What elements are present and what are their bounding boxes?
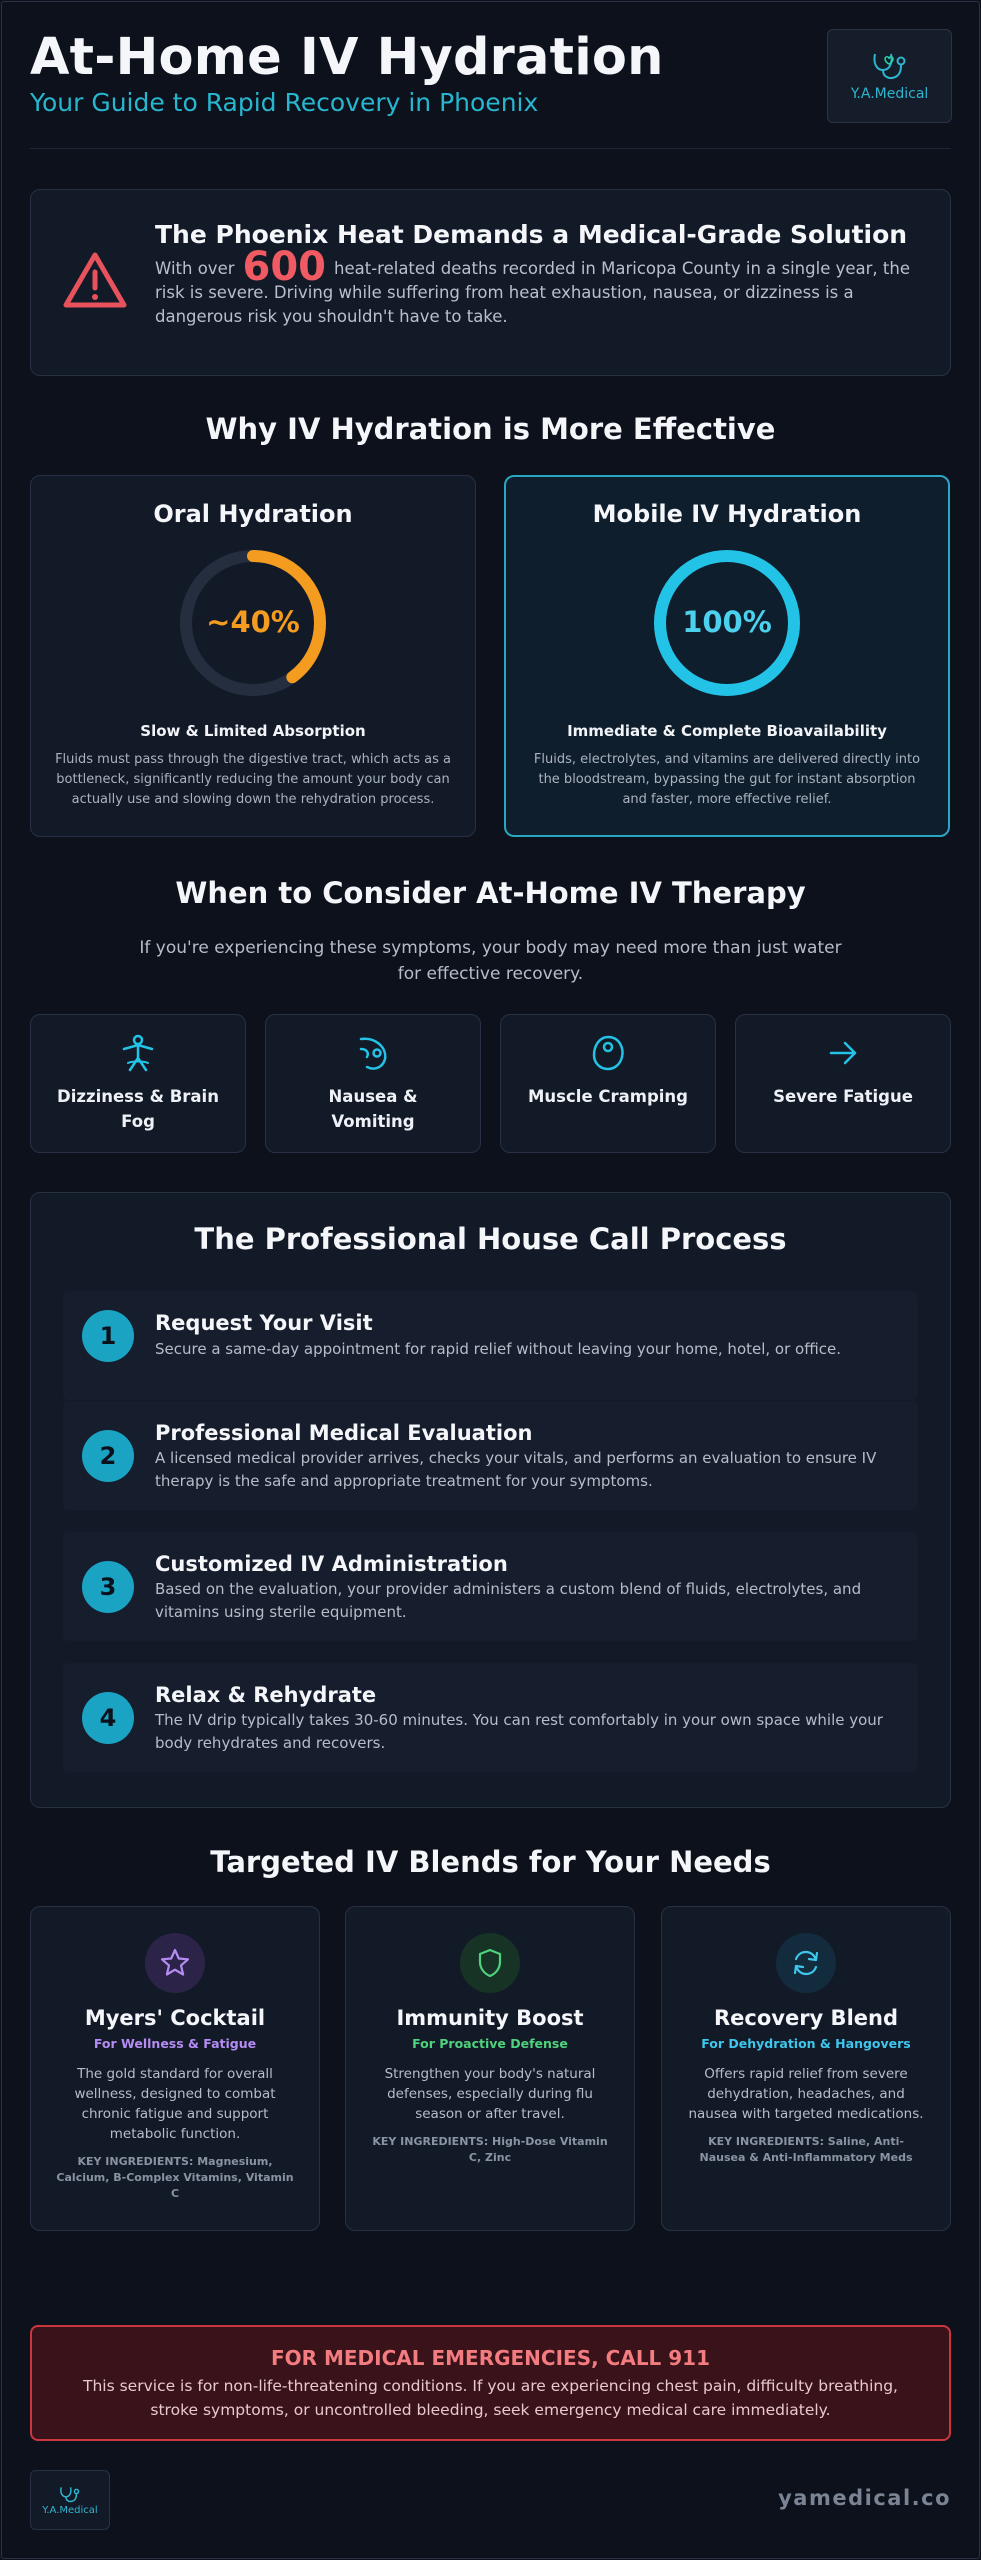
step-text-4: The IV drip typically takes 30-60 minute… xyxy=(155,1711,883,1752)
emergency-text: This service is for non-life-threatening… xyxy=(83,2377,898,2419)
step-title-4: Relax & Rehydrate xyxy=(155,1683,377,1707)
blend-description: The gold standard for overall wellness, … xyxy=(74,2066,276,2142)
symptom-label-dizziness: Dizziness & Brain Fog xyxy=(30,1084,246,1134)
oral-hydration-card xyxy=(30,475,476,837)
process-step-2 xyxy=(63,1401,918,1510)
iv-headline: Immediate & Complete Bioavailability xyxy=(567,722,887,740)
compare-title: Why IV Hydration is More Effective xyxy=(205,412,776,446)
nausea-icon xyxy=(359,1037,387,1070)
refresh-icon xyxy=(793,1950,819,1976)
symptom-card-fatigue xyxy=(735,1014,951,1153)
oral-title: Oral Hydration xyxy=(153,500,353,528)
blend-name: Immunity Boost xyxy=(396,2006,584,2030)
step-title-2: Professional Medical Evaluation xyxy=(155,1421,533,1445)
symptom-line: Muscle Cramping xyxy=(528,1087,688,1106)
blend-tag: For Proactive Defense xyxy=(412,2036,568,2051)
step-title-3: Customized IV Administration xyxy=(155,1552,508,1576)
stethoscope-logo-icon xyxy=(873,53,905,79)
blend-icon-circle xyxy=(460,1933,520,1993)
heat-alert-card xyxy=(30,189,951,376)
step-number-3: 3 xyxy=(82,1561,134,1613)
alert-title: The Phoenix Heat Demands a Medical-Grade… xyxy=(155,220,908,249)
step-number-4: 4 xyxy=(82,1692,134,1744)
iv-ring-value: 100% xyxy=(682,605,772,639)
muscle-icon xyxy=(592,1035,624,1071)
symptom-line: Nausea & xyxy=(328,1087,418,1106)
shield-icon xyxy=(478,1948,502,1978)
symptom-card-nausea xyxy=(265,1014,481,1153)
oral-description: Fluids must pass through the digestive t… xyxy=(55,752,451,807)
blend-description: Strengthen your body's natural defenses,… xyxy=(384,2066,596,2122)
warning-triangle-icon xyxy=(63,252,127,308)
symptom-label-fatigue: Severe Fatigue xyxy=(735,1084,951,1109)
step-text-1: Secure a same-day appointment for rapid … xyxy=(155,1340,841,1358)
blend-icon-circle xyxy=(776,1933,836,1993)
emergency-title: FOR MEDICAL EMERGENCIES, CALL 911 xyxy=(270,2346,711,2370)
step-text-2: A licensed medical provider arrives, che… xyxy=(155,1449,877,1490)
step-number-1: 1 xyxy=(82,1310,134,1362)
footer-logo-text: Y.A.Medical xyxy=(42,2504,98,2516)
dizzy-figure-icon xyxy=(122,1034,154,1072)
blend-tag: For Dehydration & Hangovers xyxy=(701,2036,911,2051)
blend-tag: For Wellness & Fatigue xyxy=(93,2036,257,2051)
page-title: At-Home IV Hydration xyxy=(30,28,664,87)
blend-name: Myers' Cocktail xyxy=(84,2006,266,2030)
blend-ingredients: KEY INGREDIENTS: Saline, Anti-Nausea & A… xyxy=(699,2135,913,2164)
symptom-line: Vomiting xyxy=(331,1112,415,1131)
arrow-right-icon xyxy=(829,1041,857,1065)
iv-ring-fill xyxy=(654,550,800,696)
blend-ingredients: KEY INGREDIENTS: High-Dose Vitamin C, Zi… xyxy=(372,2135,608,2164)
blend-icon-circle xyxy=(145,1933,205,1993)
symptom-line: Fog xyxy=(121,1112,155,1131)
step-text-3: Based on the evaluation, your provider a… xyxy=(155,1580,862,1621)
process-step-1 xyxy=(63,1291,918,1400)
process-step-4 xyxy=(63,1663,918,1772)
symptoms-title: When to Consider At-Home IV Therapy xyxy=(175,876,806,910)
header-divider xyxy=(30,148,951,149)
footer-logo[interactable]: Y.A.Medical xyxy=(30,2470,110,2530)
iv-title: Mobile IV Hydration xyxy=(592,500,862,528)
oral-ring-fill xyxy=(180,550,326,696)
symptom-line: Severe Fatigue xyxy=(773,1087,913,1106)
brand-logo[interactable]: Y.A.Medical xyxy=(827,29,952,123)
symptoms-intro: If you're experiencing these symptoms, y… xyxy=(139,938,842,984)
footer-url-link[interactable]: yamedical.co xyxy=(778,2486,951,2510)
emergency-banner xyxy=(30,2325,951,2441)
oral-absorption-ring: ~40% xyxy=(180,550,326,696)
logo-text: Y.A.Medical xyxy=(850,86,929,102)
symptom-line: Dizziness & Brain xyxy=(57,1087,219,1106)
page-subtitle: Your Guide to Rapid Recovery in Phoenix xyxy=(30,88,539,117)
stethoscope-logo-icon xyxy=(60,2486,80,2502)
blend-name: Recovery Blend xyxy=(713,2006,898,2030)
alert-body-suffix: heat-related deaths recorded in Maricopa… xyxy=(155,259,910,326)
step-number-2: 2 xyxy=(82,1430,134,1482)
iv-absorption-ring: 100% xyxy=(654,550,800,696)
alert-body-prefix: With over xyxy=(155,259,235,278)
oral-ring-value: ~40% xyxy=(206,605,300,639)
iv-description: Fluids, electrolytes, and vitamins are d… xyxy=(533,752,921,807)
step-title-1: Request Your Visit xyxy=(155,1311,373,1335)
oral-headline: Slow & Limited Absorption xyxy=(140,722,366,740)
blend-ingredients: KEY INGREDIENTS: Magnesium, Calcium, B-C… xyxy=(56,2155,294,2200)
blends-title: Targeted IV Blends for Your Needs xyxy=(210,1845,771,1879)
process-step-3 xyxy=(63,1532,918,1641)
symptom-label-cramping: Muscle Cramping xyxy=(500,1084,716,1109)
blend-description: Offers rapid relief from severe dehydrat… xyxy=(688,2066,924,2122)
iv-hydration-card xyxy=(504,475,950,837)
symptom-label-nausea: Nausea & Vomiting xyxy=(265,1084,481,1134)
process-title: The Professional House Call Process xyxy=(194,1222,787,1256)
star-icon xyxy=(160,1948,190,1976)
